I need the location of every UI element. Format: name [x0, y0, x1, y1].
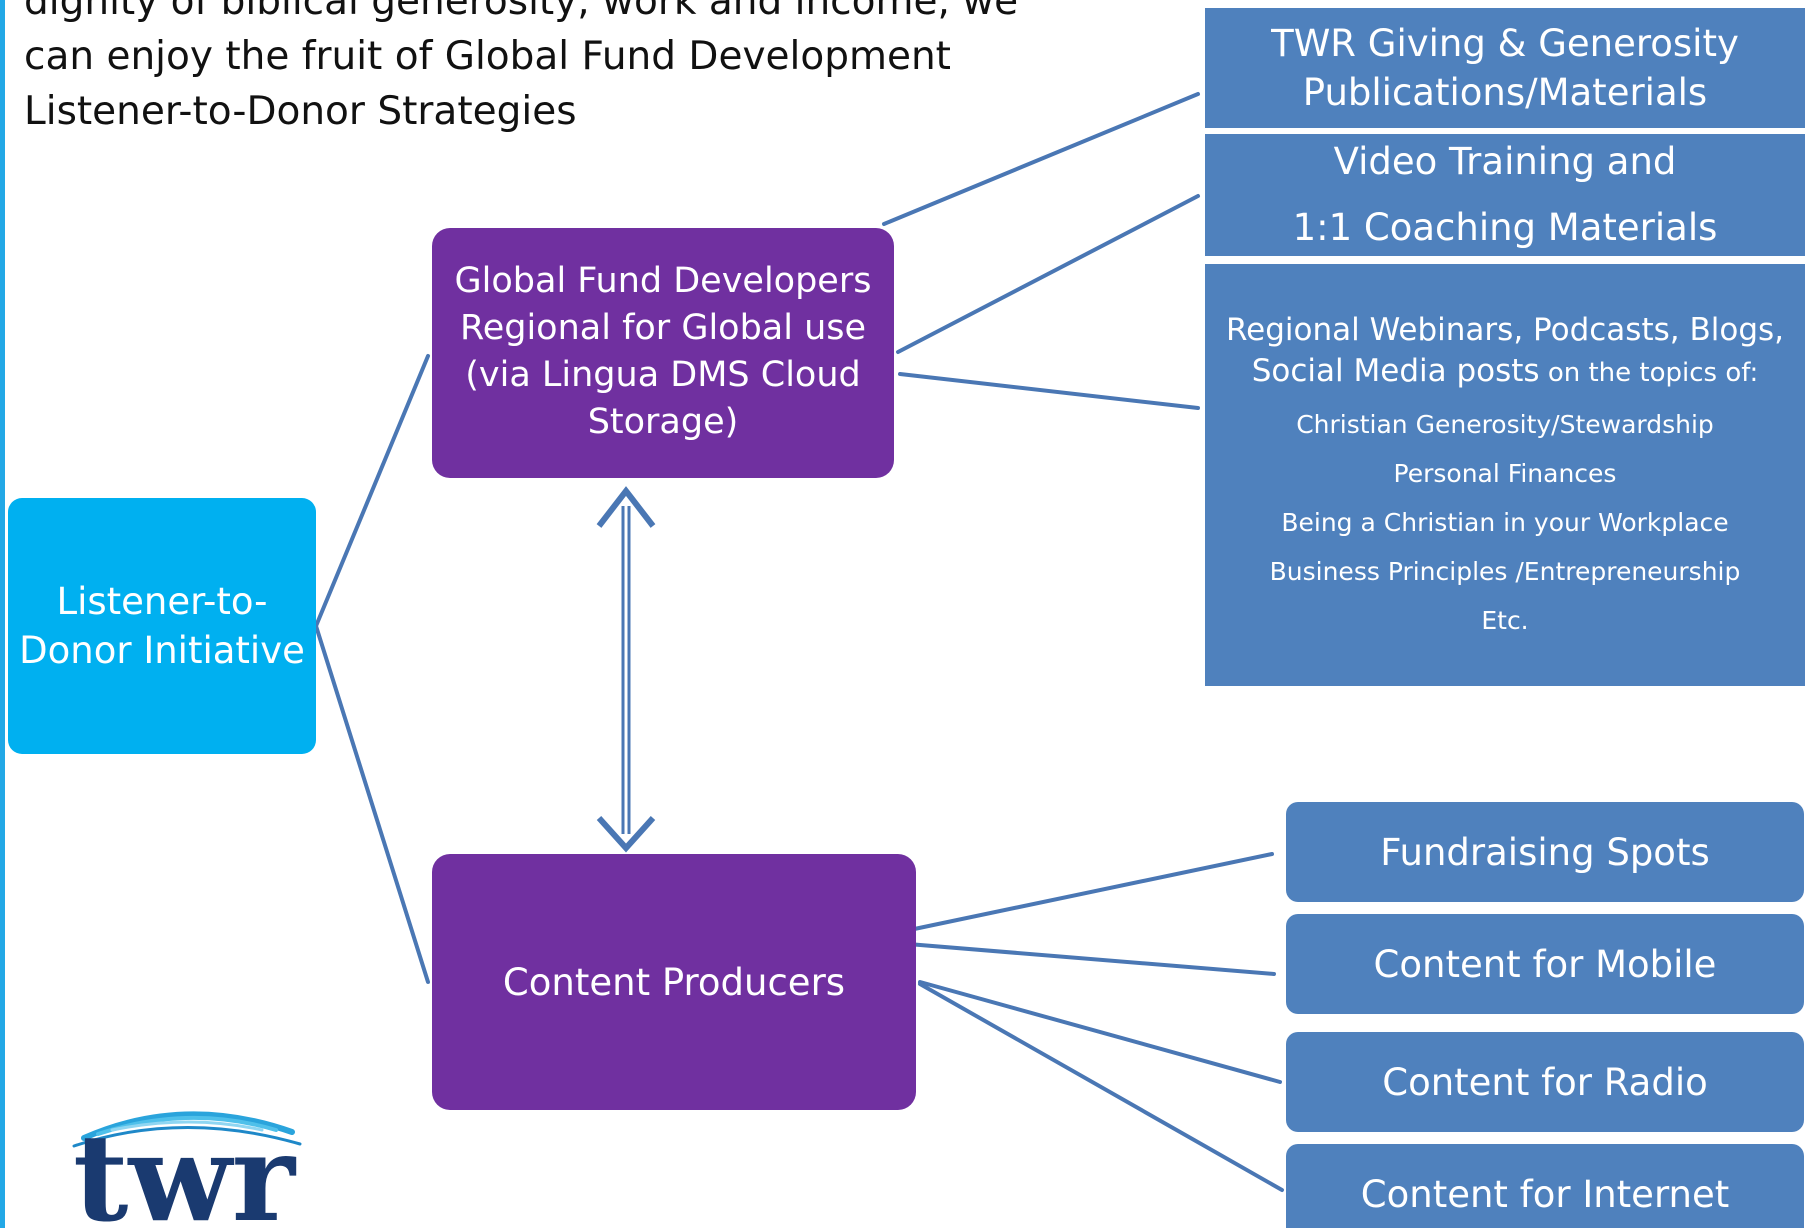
publications-label-line: TWR Giving & Generosity — [1271, 22, 1739, 65]
connector-initiative-developers — [314, 354, 430, 628]
intro-text: dignity of biblical generosity, work and… — [24, 0, 1024, 139]
logo-swirl-icon — [72, 1111, 302, 1148]
developers-label-line: Global Fund Developers — [454, 261, 872, 301]
topic-item: Being a Christian in your Workplace — [1281, 508, 1729, 537]
logo-wordmark: twr — [73, 1108, 297, 1228]
developers-label-line: Storage) — [587, 402, 739, 442]
intro-line: can enjoy the fruit of Global Fund Devel… — [24, 34, 951, 79]
topic-item: Christian Generosity/Stewardship — [1296, 410, 1714, 439]
topic-item: Etc. — [1481, 606, 1529, 635]
content-for-mobile-box: Content for Mobile — [1286, 914, 1804, 1014]
content-producers-box: Content Producers — [432, 854, 916, 1110]
fundraising-spots-box: Fundraising Spots — [1286, 802, 1804, 902]
developers-label-line: Regional for Global use — [459, 308, 867, 348]
connector-producers-fundraising — [898, 852, 1274, 934]
publications-label-line: Publications/Materials — [1302, 71, 1708, 114]
topic-item: Business Principles /Entrepreneurship — [1269, 557, 1741, 586]
connector-developers-video — [896, 194, 1200, 354]
webinars-topics-intro: on the topics of: — [1539, 358, 1759, 388]
webinars-heading: Regional Webinars, Podcasts, Blogs, — [1226, 312, 1784, 348]
topic-item: Personal Finances — [1393, 459, 1617, 488]
bidirectional-arrow — [596, 486, 656, 853]
intro-line: Listener-to-Donor Strategies — [24, 89, 577, 134]
mobile-label: Content for Mobile — [1373, 942, 1717, 986]
publications-materials-box: TWR Giving & Generosity Publications/Mat… — [1205, 8, 1805, 128]
connector-developers-webinars — [898, 372, 1200, 410]
listener-to-donor-initiative-box: Listener-to- Donor Initiative — [8, 498, 316, 754]
topics-list: Christian Generosity/Stewardship Persona… — [1270, 400, 1741, 645]
developers-label-line: (via Lingua DMS Cloud — [465, 355, 861, 395]
connector-producers-mobile — [906, 942, 1276, 976]
content-for-radio-box: Content for Radio — [1286, 1032, 1804, 1132]
producers-label: Content Producers — [502, 960, 846, 1004]
video-training-box: Video Training and 1:1 Coaching Material… — [1205, 134, 1805, 256]
intro-line: dignity of biblical generosity, work and… — [24, 0, 1019, 24]
webinars-social-media: Social Media posts — [1251, 353, 1540, 389]
fundraising-label: Fundraising Spots — [1380, 830, 1710, 874]
content-for-internet-box: Content for Internet — [1286, 1144, 1804, 1228]
internet-label: Content for Internet — [1360, 1172, 1730, 1216]
twr-logo: twr — [72, 1108, 302, 1228]
global-fund-developers-box: Global Fund Developers Regional for Glob… — [432, 228, 894, 478]
connector-developers-publications — [882, 92, 1200, 226]
webinars-subheading: Social Media posts on the topics of: — [1252, 351, 1759, 394]
connector-producers-radio — [918, 980, 1282, 1084]
video-label-line: Video Training and — [1333, 140, 1677, 183]
webinars-topics-box: Regional Webinars, Podcasts, Blogs, Soci… — [1205, 264, 1805, 686]
initiative-label-line: Donor Initiative — [19, 629, 305, 672]
video-label-line: 1:1 Coaching Materials — [1292, 206, 1718, 249]
initiative-label-line: Listener-to- — [56, 580, 268, 623]
radio-label: Content for Radio — [1382, 1060, 1708, 1104]
connector-initiative-producers — [314, 624, 430, 984]
left-accent-rule — [0, 0, 5, 1228]
connector-producers-internet — [918, 982, 1284, 1192]
